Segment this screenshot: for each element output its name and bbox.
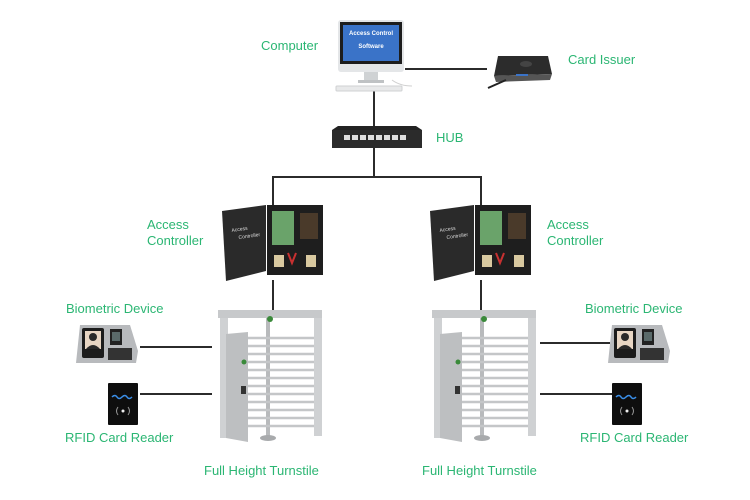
right-controller-label: Access Controller <box>547 217 604 248</box>
access-controller-icon <box>222 205 323 281</box>
turnstile-icon <box>218 310 322 442</box>
rfid-reader-icon <box>108 383 138 425</box>
right-rfid-label: RFID Card Reader <box>580 430 689 445</box>
edge-left-biometric-turnstile <box>140 346 212 348</box>
edge-right-biometric-turnstile <box>540 342 610 344</box>
edge-hub-trunk <box>373 148 375 177</box>
card-issuer-label: Card Issuer <box>568 52 636 67</box>
access-controller-icon <box>430 205 531 281</box>
turnstile-icon <box>432 310 536 442</box>
edge-computer-card-issuer <box>405 68 487 70</box>
edge-right-controller-turnstile <box>480 280 482 310</box>
right-turnstile-label: Full Height Turnstile <box>422 463 537 478</box>
computer-label: Computer <box>261 38 319 53</box>
hub-label: HUB <box>436 130 464 145</box>
biometric-device-icon <box>608 325 670 363</box>
network-hub-icon <box>332 126 422 148</box>
left-turnstile-label: Full Height Turnstile <box>204 463 319 478</box>
computer-icon <box>335 20 413 92</box>
edge-hub-right-controller <box>480 176 482 206</box>
edge-left-controller-turnstile <box>272 280 274 310</box>
right-biometric-label: Biometric Device <box>585 301 683 316</box>
edge-right-rfid-turnstile <box>540 393 612 395</box>
edge-hub-left-controller <box>272 176 274 206</box>
edge-hub-bus <box>272 176 482 178</box>
computer-screen-text-line2: Software <box>358 44 384 50</box>
left-biometric-label: Biometric Device <box>66 301 164 316</box>
edge-left-rfid-turnstile <box>140 393 212 395</box>
left-rfid-label: RFID Card Reader <box>65 430 174 445</box>
biometric-device-icon <box>76 325 138 363</box>
card-issuer-icon <box>487 56 552 89</box>
computer-screen-text-line1: Access Control <box>348 31 393 37</box>
edge-computer-hub <box>373 90 375 126</box>
left-controller-label: Access Controller <box>147 217 204 248</box>
rfid-reader-icon <box>612 383 642 425</box>
